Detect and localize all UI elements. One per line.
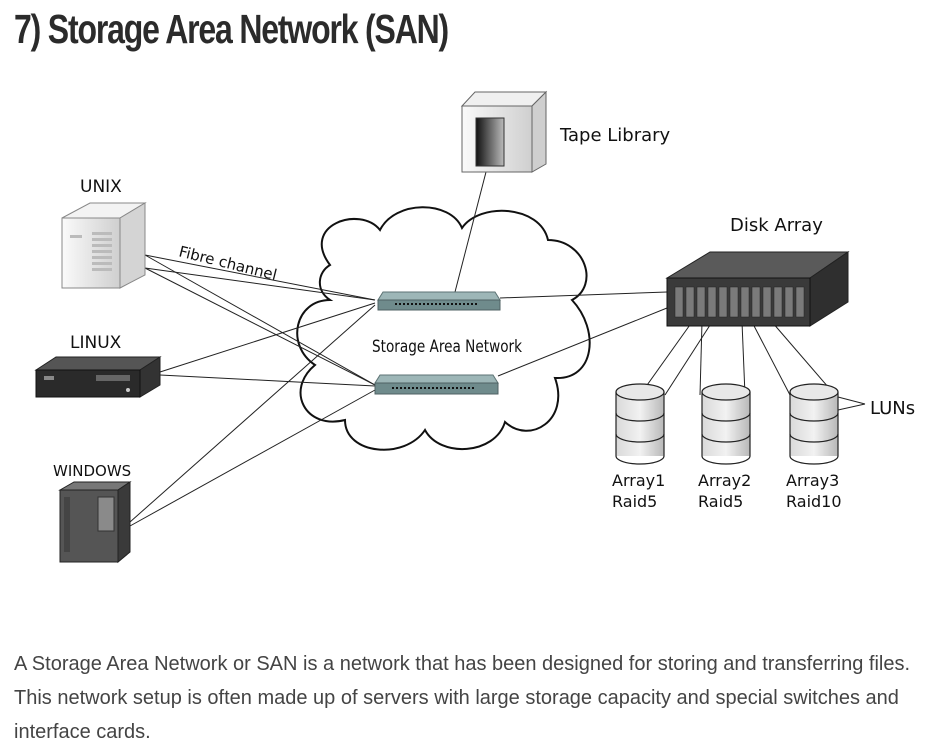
fibre-channel-label: Fibre channel [177, 242, 279, 284]
connection-lines [129, 171, 866, 527]
san-switch-bottom [374, 374, 499, 395]
array2-raid-label: Raid5 [698, 492, 743, 511]
tape-library-icon [460, 90, 548, 173]
linux-server-icon [34, 356, 162, 398]
disk-array-icon [665, 251, 850, 327]
luns-label: LUNs [870, 398, 915, 419]
array1-name-label: Array1 [612, 471, 665, 490]
san-label: Storage Area Network [372, 337, 522, 357]
windows-label: WINDOWS [53, 462, 131, 480]
unix-server-icon [61, 202, 147, 289]
array1-raid-label: Raid5 [612, 492, 657, 511]
disk-array-label: Disk Array [730, 215, 823, 236]
unix-label: UNIX [80, 177, 122, 197]
san-diagram: UNIX LINUX WINDOWS Tape Library Fibre ch… [34, 90, 915, 564]
array3-raid-label: Raid10 [786, 492, 842, 511]
san-switch-top [377, 291, 501, 311]
description-paragraph: A Storage Area Network or SAN is a netwo… [14, 653, 911, 743]
array2-name-label: Array2 [698, 471, 751, 490]
linux-label: LINUX [70, 333, 122, 353]
windows-server-icon [58, 481, 132, 564]
array3-name-label: Array3 [786, 471, 839, 490]
san-cloud [296, 206, 591, 451]
array3-disk-icon [789, 383, 839, 465]
array2-disk-icon [701, 383, 751, 465]
tape-library-label: Tape Library [559, 125, 671, 146]
array1-disk-icon [615, 383, 665, 465]
page-title: 7) Storage Area Network (SAN) [14, 6, 449, 52]
